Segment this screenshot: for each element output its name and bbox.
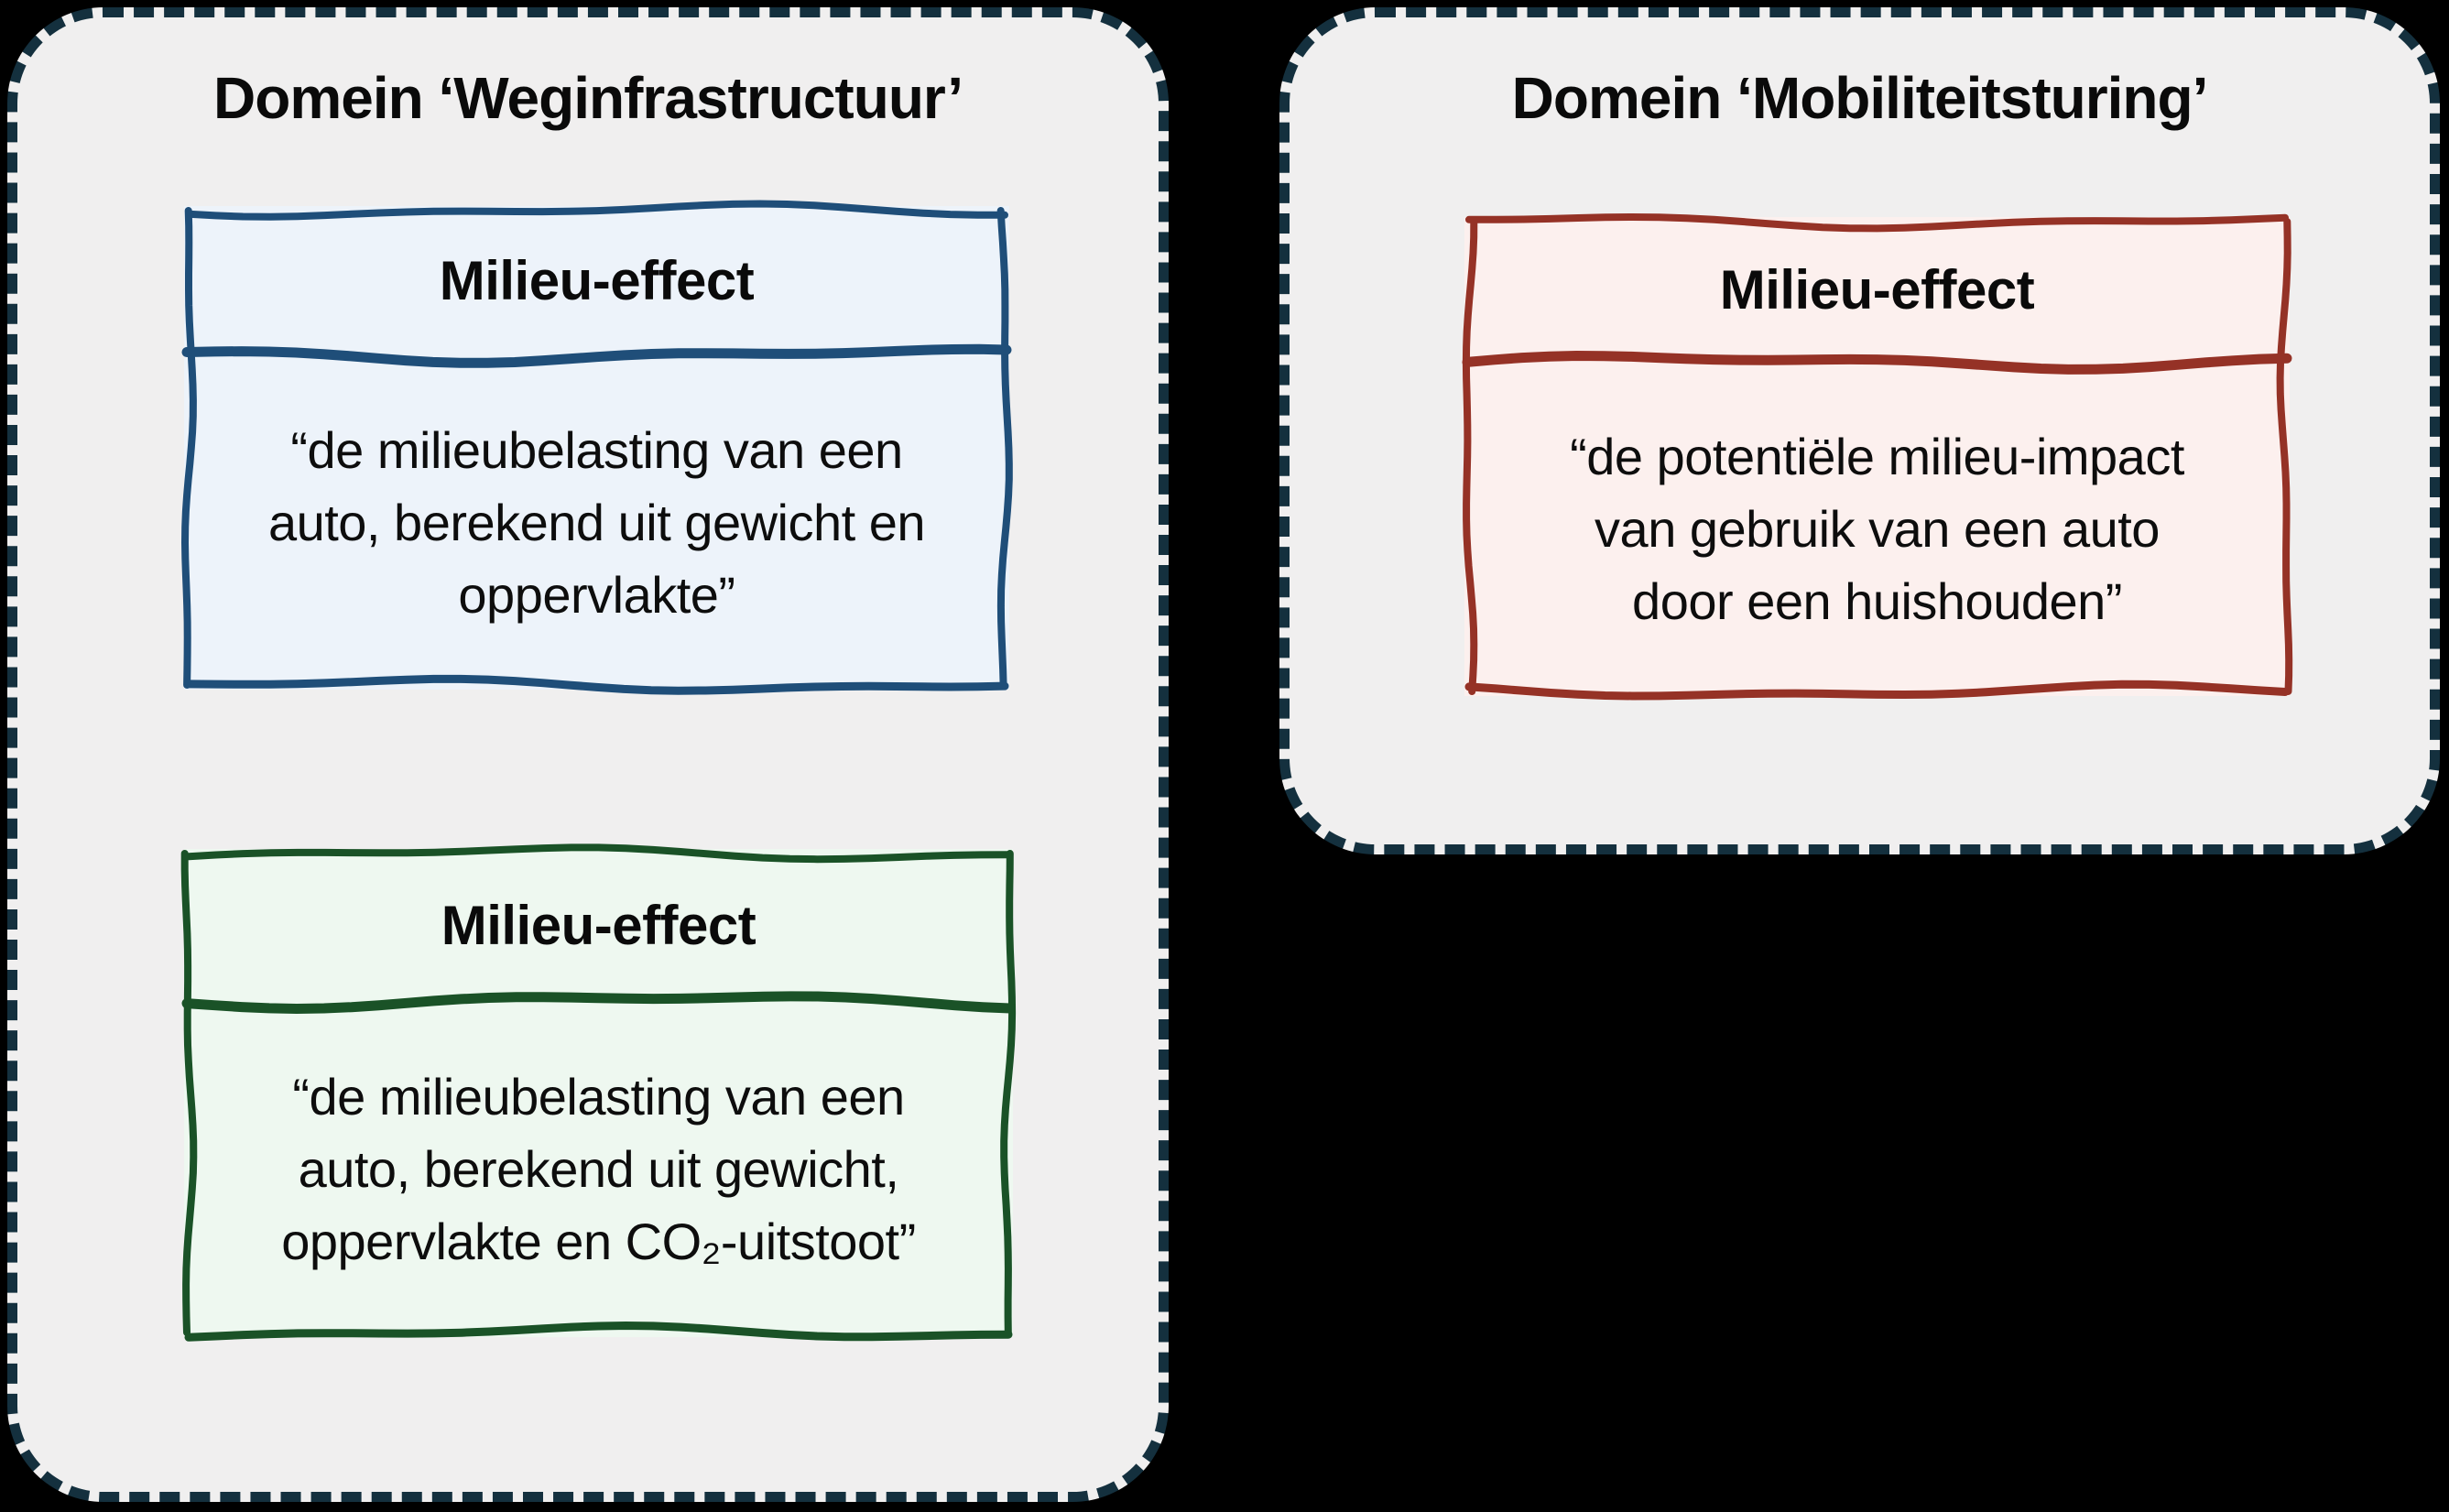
- card-body: “de milieubelasting van een auto, bereke…: [267, 421, 926, 624]
- card-milieu-effect-green: Milieu-effect “de milieubelasting van ee…: [180, 843, 1017, 1342]
- domain-panel-mobiliteitsturing: Domein ‘Mobiliteitsturing’ Milieu-effect…: [1279, 7, 2440, 854]
- card-milieu-effect-red: Milieu-effect “de potentiële milieu-impa…: [1462, 213, 2293, 701]
- card-milieu-effect-blue: Milieu-effect “de milieubelasting van ee…: [181, 200, 1013, 695]
- card-body: “de milieubelasting van een auto, bereke…: [281, 1068, 916, 1270]
- card-header: Milieu-effect: [439, 250, 755, 311]
- card-header: Milieu-effect: [441, 894, 756, 956]
- card-header: Milieu-effect: [1719, 258, 2035, 321]
- domain-title: Domein ‘Weginfrastructuur’: [213, 65, 963, 131]
- card-body: “de potentiële milieu-impact van gebruik…: [1570, 428, 2184, 630]
- domain-title: Domein ‘Mobiliteitsturing’: [1511, 65, 2209, 131]
- domain-panel-weginfrastructuur: Domein ‘Weginfrastructuur’ Milieu-effect…: [7, 7, 1169, 1502]
